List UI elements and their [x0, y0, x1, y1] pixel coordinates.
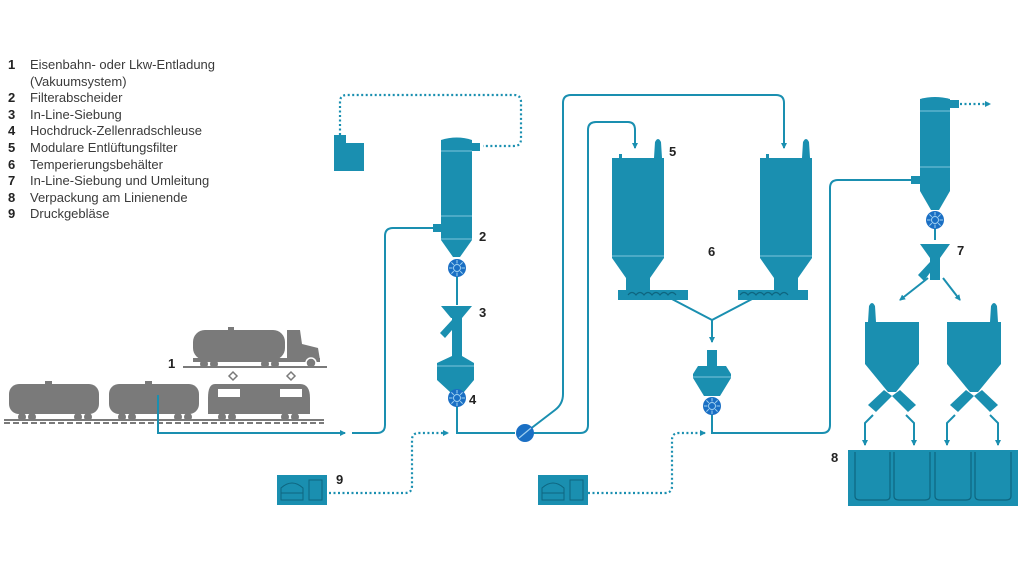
silo-right-icon	[738, 139, 812, 300]
sifter-icon	[437, 306, 474, 392]
hopper-icon	[693, 350, 731, 396]
label-1: 1	[168, 356, 175, 371]
rotary-valve-icon	[447, 388, 467, 408]
legend-item-1-cont: (Vakuumsystem)	[30, 73, 127, 89]
silo-left-icon	[612, 139, 688, 300]
label-7: 7	[957, 243, 964, 258]
rotary-valve-icon	[447, 258, 467, 278]
conveying-lines	[157, 94, 1001, 446]
sifter-divert-icon	[918, 244, 950, 281]
blower-icon	[538, 475, 588, 505]
train-icon	[4, 370, 324, 424]
blower-icon	[277, 475, 327, 505]
label-3: 3	[479, 305, 486, 320]
bin-left-icon	[865, 303, 919, 412]
label-9: 9	[336, 472, 343, 487]
label-2: 2	[479, 229, 486, 244]
label-5: 5	[669, 144, 676, 159]
diverter-valve-icon	[516, 424, 534, 442]
dust-collector-icon	[334, 135, 364, 171]
label-6: 6	[708, 244, 715, 259]
truck-icon	[183, 327, 327, 369]
rotary-valve-icon	[925, 210, 945, 230]
air-lines	[329, 93, 991, 495]
label-8: 8	[831, 450, 838, 465]
label-4: 4	[469, 392, 477, 407]
filter-receiver-icon	[433, 137, 480, 257]
rotary-valve-icon	[702, 396, 722, 416]
packaging-line-icon	[848, 450, 1018, 506]
filter-receiver-right-icon	[911, 97, 959, 210]
bin-right-icon	[947, 303, 1001, 412]
